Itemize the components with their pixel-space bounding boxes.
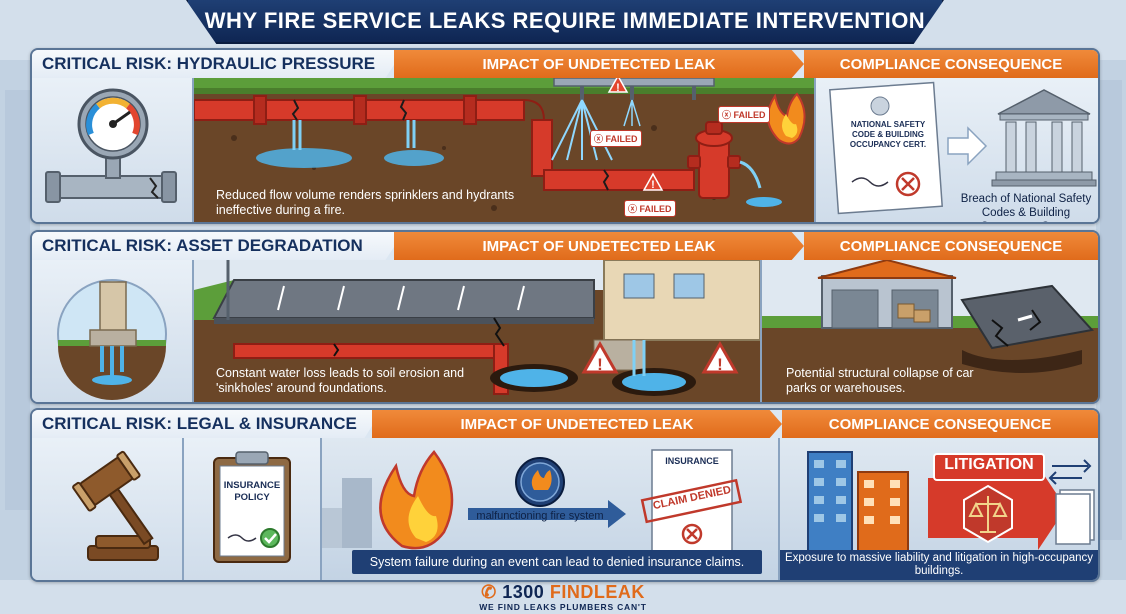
caption-bar — [352, 550, 762, 574]
fire-claim-denied-illustration — [322, 449, 743, 555]
row-header: CRITICAL RISK: HYDRAULIC PRESSURE IMPACT… — [32, 50, 1098, 78]
failed-tag: ⓧ FAILED — [590, 130, 642, 147]
policy-panel: INSURANCE POLICY — [184, 438, 320, 580]
brand-wordmark: FINDLEAK — [549, 582, 645, 602]
pressure-gauge-icon — [45, 88, 177, 203]
caption-bar — [780, 550, 1098, 580]
compliance-caption: Breach of National Safety Codes & Buildi… — [960, 193, 1092, 222]
gavel-icon — [72, 450, 159, 561]
svg-text:!: ! — [616, 82, 620, 94]
certificate-and-courthouse-illustration — [829, 81, 1097, 215]
compliance-label-box: COMPLIANCE CONSEQUENCE — [782, 410, 1098, 438]
divider — [760, 260, 762, 402]
impact-label-box: IMPACT OF UNDETECTED LEAK — [394, 232, 804, 260]
malfunction-caption: malfunctioning fire system — [476, 510, 604, 522]
row-header: CRITICAL RISK: ASSET DEGRADATION IMPACT … — [32, 232, 1098, 260]
compliance-label: COMPLIANCE CONSEQUENCE — [839, 55, 1063, 73]
policy-text: INSURANCE POLICY — [223, 480, 281, 503]
impact-label: IMPACT OF UNDETECTED LEAK — [482, 237, 716, 255]
insurance-policy-clipboard-icon — [213, 451, 291, 563]
certificate-text: NATIONAL SAFETY CODE & BUILDING OCCUPANC… — [849, 120, 927, 149]
row-header: CRITICAL RISK: LEGAL & INSURANCE IMPACT … — [32, 410, 1098, 438]
compliance-panel: NATIONAL SAFETY CODE & BUILDING OCCUPANC… — [816, 78, 1098, 222]
divider — [182, 438, 184, 580]
eroding-foundation-icon — [57, 279, 167, 400]
impact-panel: ! ! ⓧ FAILED ⓧ FAILED ⓧ FAILED Reduced f… — [194, 78, 814, 222]
divider — [778, 438, 780, 580]
phone-icon: ✆ — [481, 582, 497, 602]
compliance-label-box: COMPLIANCE CONSEQUENCE — [804, 232, 1098, 260]
row-hydraulic-pressure: CRITICAL RISK: HYDRAULIC PRESSURE IMPACT… — [30, 48, 1100, 224]
compliance-label-box: COMPLIANCE CONSEQUENCE — [804, 50, 1098, 78]
row-asset-degradation: CRITICAL RISK: ASSET DEGRADATION IMPACT … — [30, 230, 1100, 404]
page-title: WHY FIRE SERVICE LEAKS REQUIRE IMMEDIATE… — [204, 8, 926, 33]
impact-label-box: IMPACT OF UNDETECTED LEAK — [394, 50, 804, 78]
failed-tag: ⓧ FAILED — [718, 106, 770, 123]
risk-label: CRITICAL RISK: ASSET DEGRADATION — [42, 236, 363, 255]
risk-label-box: CRITICAL RISK: ASSET DEGRADATION — [32, 232, 404, 260]
litigation-label: LITIGATION — [944, 456, 1034, 473]
failed-tag: ⓧ FAILED — [624, 200, 676, 217]
impact-panel: INSURANCE CLAIM DENIED malfunctioning fi… — [322, 438, 778, 580]
svg-text:!: ! — [651, 179, 655, 191]
risk-label-box: CRITICAL RISK: HYDRAULIC PRESSURE — [32, 50, 404, 78]
compliance-caption: Potential structural collapse of car par… — [786, 366, 974, 395]
compliance-label: COMPLIANCE CONSEQUENCE — [828, 415, 1052, 433]
impact-label: IMPACT OF UNDETECTED LEAK — [482, 55, 716, 73]
gavel-panel — [32, 438, 182, 580]
sinkhole-illustration: ! ! — [194, 260, 760, 402]
title-banner: WHY FIRE SERVICE LEAKS REQUIRE IMMEDIATE… — [186, 0, 944, 44]
brand-name: ✆ 1300 FINDLEAK — [0, 582, 1126, 603]
gauge-panel — [32, 78, 192, 222]
risk-label: CRITICAL RISK: LEGAL & INSURANCE — [42, 414, 357, 433]
impact-panel: ! ! Constant water loss leads to soil er… — [194, 260, 760, 402]
impact-caption: System failure during an event can lead … — [369, 555, 745, 569]
compliance-panel: LITIGATION Exposure to massive liability… — [780, 438, 1098, 580]
compliance-caption: Exposure to massive liability and litiga… — [784, 552, 1094, 577]
compliance-panel: Potential structural collapse of car par… — [762, 260, 1098, 402]
divider — [192, 260, 194, 402]
row-legal-insurance: CRITICAL RISK: LEGAL & INSURANCE IMPACT … — [30, 408, 1100, 582]
divider — [814, 78, 816, 222]
brand-slogan: WE FIND LEAKS PLUMBERS CAN'T — [479, 602, 647, 612]
svg-text:!: ! — [597, 355, 603, 374]
leaking-pipe-illustration: ! ! — [194, 78, 814, 222]
brand-number: 1300 — [502, 582, 545, 602]
foundation-panel — [32, 260, 192, 402]
collapsed-warehouse-illustration — [762, 260, 1098, 402]
impact-label: IMPACT OF UNDETECTED LEAK — [460, 415, 694, 433]
impact-label-box: IMPACT OF UNDETECTED LEAK — [372, 410, 782, 438]
risk-label: CRITICAL RISK: HYDRAULIC PRESSURE — [42, 54, 376, 73]
impact-caption: Constant water loss leads to soil erosio… — [216, 366, 465, 395]
divider — [320, 438, 322, 580]
svg-text:!: ! — [717, 355, 723, 374]
impact-caption: Reduced flow volume renders sprinklers a… — [216, 188, 515, 217]
litigation-illustration — [807, 451, 1095, 553]
claim-doc-title: INSURANCE — [665, 456, 719, 466]
compliance-label: COMPLIANCE CONSEQUENCE — [839, 237, 1063, 255]
risk-label-box: CRITICAL RISK: LEGAL & INSURANCE — [32, 410, 382, 438]
footer-logo: ✆ 1300 FINDLEAK WE FIND LEAKS PLUMBERS C… — [0, 582, 1126, 614]
divider — [192, 78, 194, 222]
